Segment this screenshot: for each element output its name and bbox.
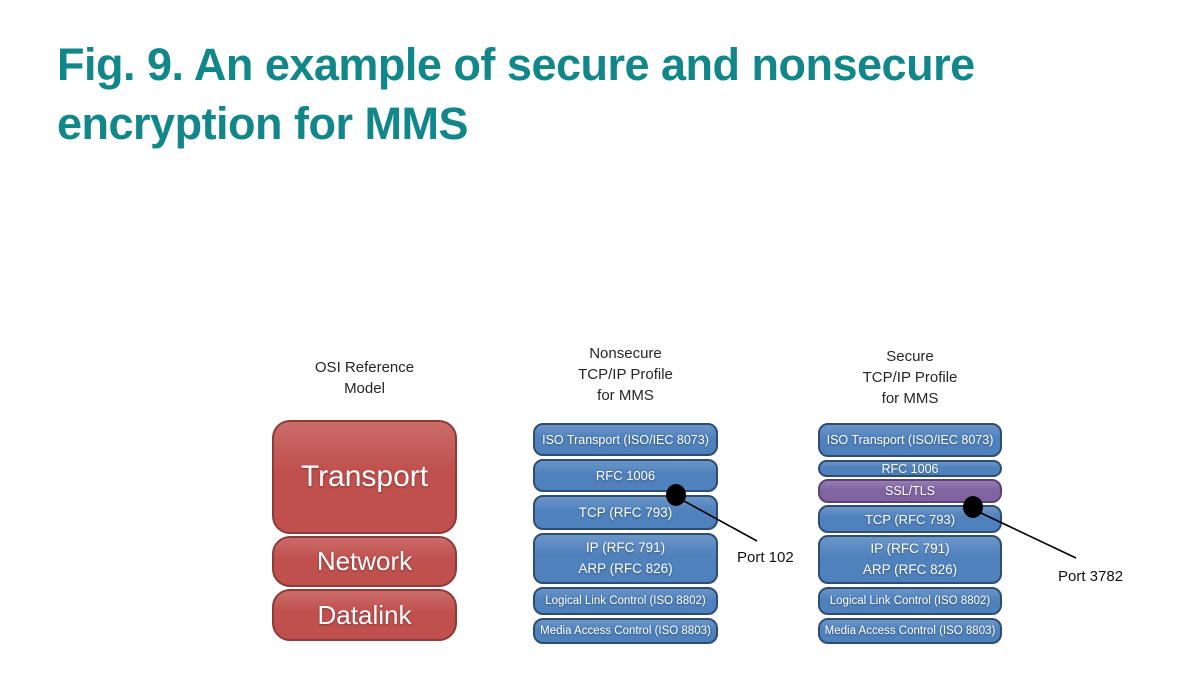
nonsecure-box-llc: Logical Link Control (ISO 8802) bbox=[533, 587, 718, 615]
secure-box-iso-transport: ISO Transport (ISO/IEC 8073) bbox=[818, 423, 1002, 457]
secure-box-ssl-tls: SSL/TLS bbox=[818, 479, 1002, 503]
nonsecure-box-tcp: TCP (RFC 793) bbox=[533, 495, 718, 530]
osi-box-network: Network bbox=[272, 536, 457, 587]
secure-stack-header: Secure TCP/IP Profile for MMS bbox=[862, 348, 958, 407]
secure-box-mac: Media Access Control (ISO 8803) bbox=[818, 618, 1002, 644]
osi-box-transport: Transport bbox=[272, 420, 457, 534]
osi-box-datalink: Datalink bbox=[272, 589, 457, 641]
secure-box-rfc1006: RFC 1006 bbox=[818, 460, 1002, 477]
nonsecure-box-ip-arp: IP (RFC 791) ARP (RFC 826) bbox=[533, 533, 718, 584]
nonsecure-stack-header: Nonsecure TCP/IP Profile for MMS bbox=[578, 345, 673, 404]
nonsecure-box-rfc1006: RFC 1006 bbox=[533, 459, 718, 492]
port-102-label: Port 102 bbox=[737, 549, 794, 566]
secure-box-ip-arp: IP (RFC 791) ARP (RFC 826) bbox=[818, 535, 1002, 584]
secure-box-tcp: TCP (RFC 793) bbox=[818, 505, 1002, 533]
osi-stack-header: OSI Reference Model bbox=[314, 359, 415, 397]
secure-box-llc: Logical Link Control (ISO 8802) bbox=[818, 587, 1002, 615]
nonsecure-box-mac: Media Access Control (ISO 8803) bbox=[533, 618, 718, 644]
port-3782-label: Port 3782 bbox=[1058, 568, 1124, 585]
nonsecure-box-iso-transport: ISO Transport (ISO/IEC 8073) bbox=[533, 423, 718, 456]
figure-title: Fig. 9. An example of secure and nonsecu… bbox=[57, 39, 975, 149]
